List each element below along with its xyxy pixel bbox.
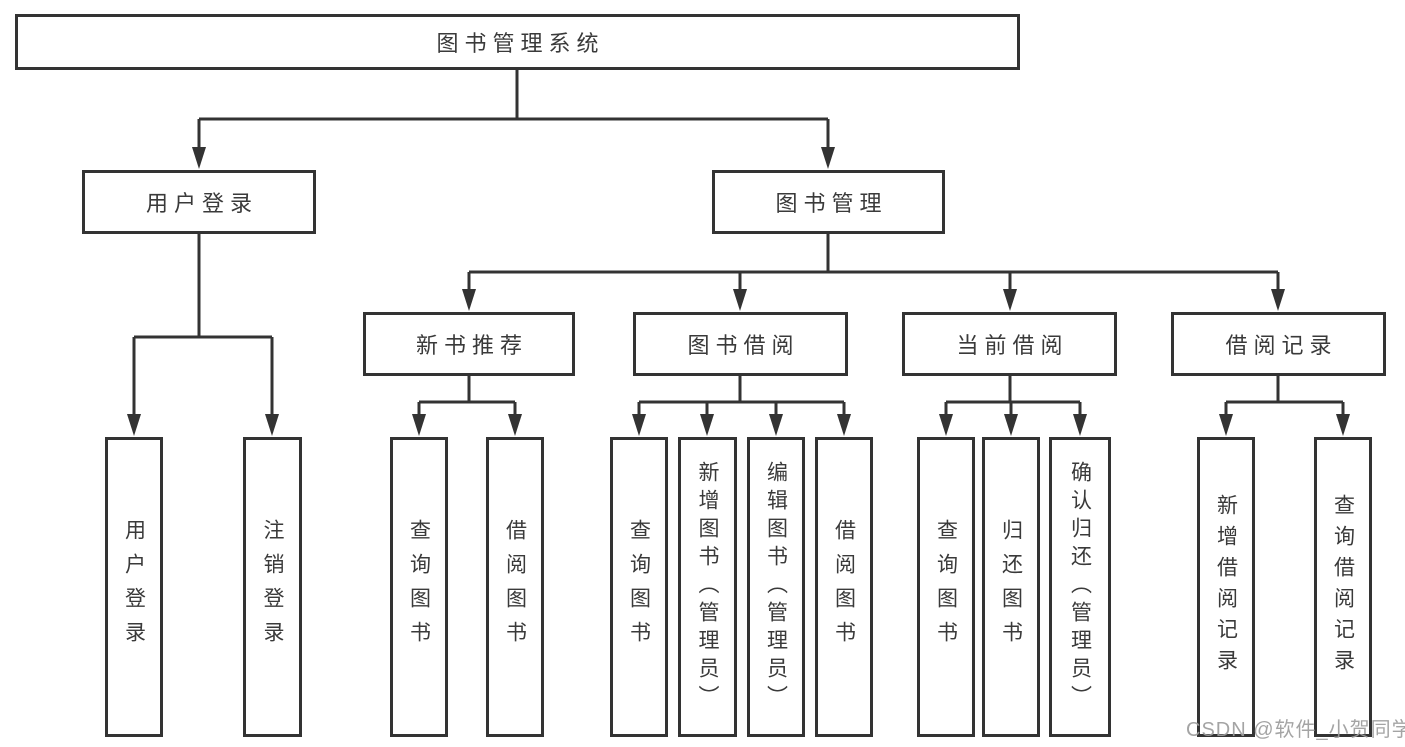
leaf-recommend-borrow-book: 借阅图书	[486, 437, 544, 737]
node-label: 借阅图书	[832, 519, 856, 655]
node-book-management: 图书管理	[712, 170, 945, 234]
arrowhead-down	[837, 414, 851, 436]
arrowhead-down	[127, 414, 141, 436]
line	[944, 376, 1082, 418]
arrowhead-down	[1271, 289, 1285, 311]
arrowhead-down	[1004, 414, 1018, 436]
line	[197, 70, 830, 150]
node-new-book-recommend: 新书推荐	[363, 312, 575, 376]
node-label: 借阅图书	[503, 519, 527, 655]
leaf-confirm-return-admin: 确认归还（管理员）	[1049, 437, 1111, 737]
arrowhead-down	[769, 414, 783, 436]
node-label: 编辑图书（管理员）	[764, 461, 788, 713]
leaf-borrow-query-book: 查询图书	[610, 437, 668, 737]
node-root-system: 图书管理系统	[15, 14, 1020, 70]
arrowhead-down	[508, 414, 522, 436]
node-label: 新增借阅记录	[1214, 494, 1238, 680]
arrowhead-down	[939, 414, 953, 436]
leaf-edit-book-admin: 编辑图书（管理员）	[747, 437, 805, 737]
node-book-borrow: 图书借阅	[633, 312, 848, 376]
node-label: 图书管理系统	[436, 31, 605, 56]
line	[1224, 376, 1345, 418]
node-current-borrow: 当前借阅	[902, 312, 1117, 376]
node-user-login: 用户登录	[82, 170, 316, 234]
line	[637, 376, 846, 418]
connector-new-book-recommend-children	[412, 376, 522, 436]
node-label: 用户登录	[122, 519, 146, 655]
csdn-watermark: CSDN @软件_小贺同学	[1186, 719, 1405, 741]
node-label: 归还图书	[999, 519, 1023, 655]
node-label: 查询图书	[627, 519, 651, 655]
arrowhead-down	[632, 414, 646, 436]
connector-current-borrow-children	[939, 376, 1087, 436]
leaf-user-login: 用户登录	[105, 437, 163, 737]
node-label: 借阅记录	[1225, 333, 1338, 358]
connector-book-management-children	[462, 234, 1285, 311]
node-label: 注销登录	[261, 519, 284, 655]
arrowhead-down	[462, 289, 476, 311]
arrowhead-down	[412, 414, 426, 436]
node-label: 新增图书（管理员）	[696, 461, 719, 713]
node-label: 新书推荐	[415, 333, 528, 358]
arrowhead-down	[1219, 414, 1233, 436]
arrowhead-down	[1336, 414, 1350, 436]
leaf-current-query-book: 查询图书	[917, 437, 975, 737]
leaf-add-book-admin: 新增图书（管理员）	[678, 437, 737, 737]
line	[467, 234, 1280, 293]
leaf-borrow-book: 借阅图书	[815, 437, 873, 737]
arrowhead-down	[265, 414, 279, 436]
line	[132, 234, 274, 418]
node-label: 图书借阅	[687, 333, 800, 358]
arrowhead-down	[192, 147, 206, 169]
node-label: 确认归还（管理员）	[1068, 461, 1092, 713]
leaf-recommend-query-book: 查询图书	[390, 437, 448, 737]
leaf-add-borrow-record: 新增借阅记录	[1197, 437, 1255, 737]
node-label: 查询图书	[934, 519, 958, 655]
node-label: 查询借阅记录	[1331, 494, 1355, 680]
leaf-return-book: 归还图书	[982, 437, 1040, 737]
node-label: 当前借阅	[956, 333, 1069, 358]
connector-root-to-level2	[192, 70, 835, 169]
arrowhead-down	[700, 414, 714, 436]
arrowhead-down	[1003, 289, 1017, 311]
node-label: 图书管理	[775, 191, 888, 216]
node-label: 用户登录	[145, 191, 258, 216]
node-label: 查询图书	[407, 519, 431, 655]
arrowhead-down	[1073, 414, 1087, 436]
connector-user-login-children	[127, 234, 279, 436]
connector-book-borrow-children	[632, 376, 851, 436]
connector-borrow-records-children	[1219, 376, 1350, 436]
leaf-query-borrow-record: 查询借阅记录	[1314, 437, 1372, 737]
arrowhead-down	[733, 289, 747, 311]
node-borrow-records: 借阅记录	[1171, 312, 1386, 376]
line	[417, 376, 517, 418]
leaf-logout: 注销登录	[243, 437, 302, 737]
arrowhead-down	[821, 147, 835, 169]
